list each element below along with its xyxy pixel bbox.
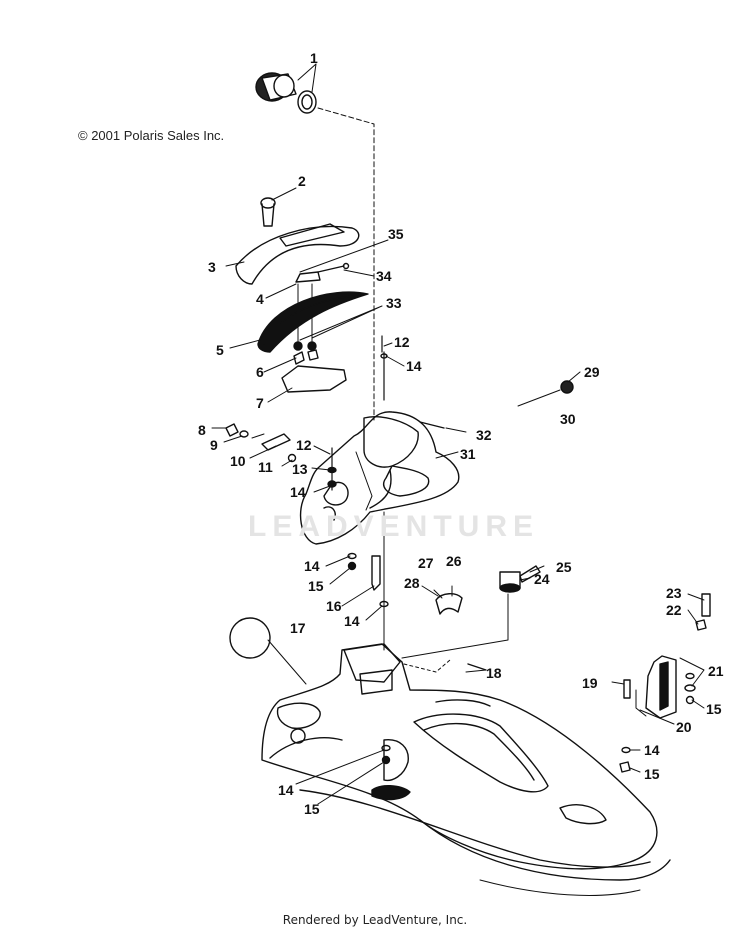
part-26-28-clamp — [435, 593, 463, 615]
part-2-knob — [260, 197, 276, 227]
part-6-nuts — [293, 283, 319, 365]
callout: 15 — [706, 701, 722, 717]
callout: 30 — [560, 411, 576, 427]
callout: 15 — [308, 578, 324, 594]
callout: 35 — [388, 226, 404, 242]
watermark: LEADVENTURE — [248, 510, 540, 543]
callout: 22 — [666, 602, 682, 618]
callout: 10 — [230, 453, 246, 469]
callout: 14 — [644, 742, 660, 758]
callout: 12 — [394, 334, 410, 350]
callout: 14 — [344, 613, 360, 629]
callout: 26 — [446, 553, 462, 569]
callout: 8 — [198, 422, 206, 438]
callout: 13 — [292, 461, 308, 477]
callout: 15 — [304, 801, 320, 817]
callout: 25 — [556, 559, 572, 575]
callout: 4 — [256, 291, 264, 307]
hull — [261, 643, 671, 896]
callout: 6 — [256, 364, 264, 380]
callout: 18 — [486, 665, 502, 681]
callout: 14 — [290, 484, 306, 500]
callout: 11 — [258, 459, 273, 475]
callout: 19 — [582, 675, 598, 691]
callout: 20 — [676, 719, 692, 735]
callout: 14 — [278, 782, 294, 798]
part-24-fitting — [499, 565, 541, 593]
part-20-bracket — [619, 593, 711, 773]
part-31-console — [299, 411, 460, 545]
callout: 14 — [304, 558, 320, 574]
callout: 31 — [460, 446, 476, 462]
part-30-cap — [517, 380, 574, 407]
callout: 24 — [534, 571, 550, 587]
callout: 33 — [386, 295, 402, 311]
callout: 27 — [418, 555, 434, 571]
part-3-cover — [235, 223, 360, 285]
part-1-gauge — [255, 72, 317, 114]
callout: 7 — [256, 395, 264, 411]
callout: 34 — [376, 268, 392, 284]
part-7-plate — [281, 365, 347, 393]
part-17-decal — [229, 617, 307, 685]
callout: 1 — [310, 50, 318, 66]
footer-text: Rendered by LeadVenture, Inc. — [282, 913, 468, 927]
callout: 14 — [406, 358, 422, 374]
callout: 23 — [666, 585, 682, 601]
copyright-text: © 2001 Polaris Sales Inc. — [78, 128, 225, 143]
callout: 5 — [216, 342, 224, 358]
callout: 12 — [296, 437, 312, 453]
part-5-cover — [257, 291, 369, 353]
part-4-bracket — [295, 262, 350, 283]
hull-hardware — [381, 744, 391, 765]
callout: 15 — [644, 766, 660, 782]
callout: 21 — [708, 663, 724, 679]
callout: 3 — [208, 259, 216, 275]
callout: 32 — [476, 427, 492, 443]
part-13-stud — [327, 447, 337, 491]
callout: 9 — [210, 437, 218, 453]
leader-lines — [211, 63, 705, 805]
callout: 28 — [404, 575, 420, 591]
callout: 17 — [290, 620, 306, 636]
callout-labels: 1 2 35 3 34 4 33 5 12 6 14 7 29 30 8 32 … — [198, 50, 724, 817]
callout: 29 — [584, 364, 600, 380]
callout: 2 — [298, 173, 306, 189]
callout: 16 — [326, 598, 342, 614]
part-8-11-hardware — [225, 423, 297, 463]
part-32-pin — [419, 421, 445, 429]
part-18-pin — [467, 663, 487, 671]
